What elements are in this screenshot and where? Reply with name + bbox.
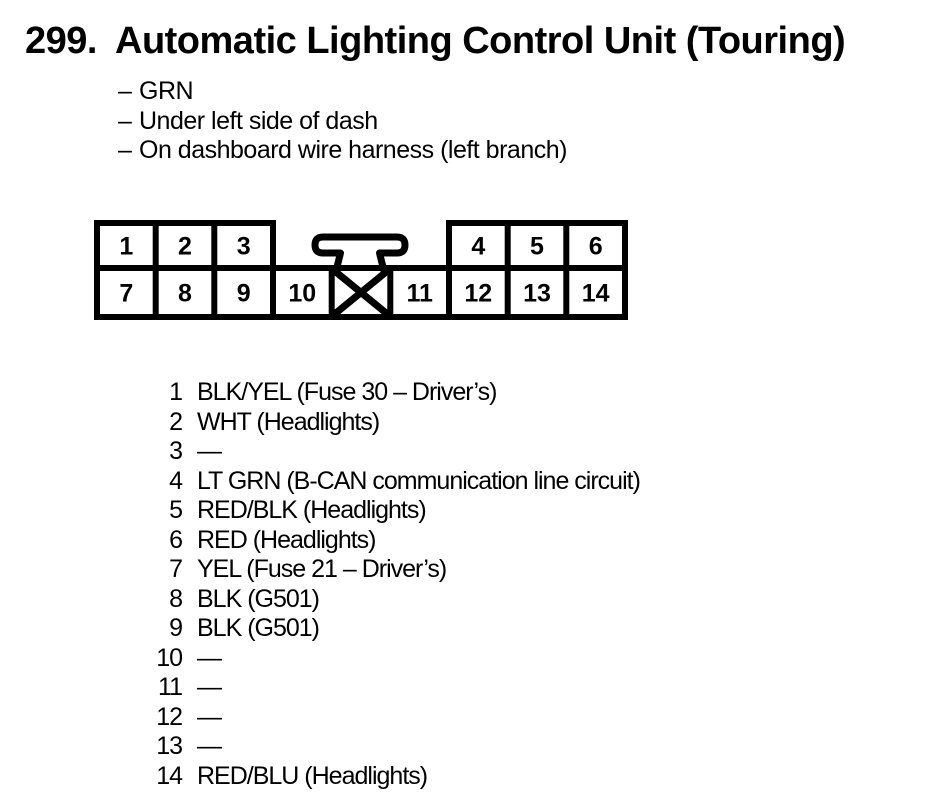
pin-description: — bbox=[197, 702, 222, 731]
pin-row: 11 — bbox=[150, 673, 640, 703]
pin-description: — bbox=[197, 643, 222, 672]
pin-row: 10 — bbox=[150, 644, 640, 674]
cavity-label-6: 6 bbox=[589, 233, 603, 261]
pin-number: 4 bbox=[169, 466, 183, 495]
pin-row: 7 YEL (Fuse 21 – Driver’s) bbox=[150, 555, 640, 585]
pin-number: 11 bbox=[158, 673, 183, 701]
connector-grid bbox=[94, 220, 628, 320]
pin-number: 14 bbox=[156, 761, 183, 790]
pin-row: 8 BLK (G501) bbox=[150, 585, 640, 615]
cavity-label-5: 5 bbox=[530, 233, 544, 261]
pin-number: 8 bbox=[169, 584, 183, 613]
location-list: – GRN – Under left side of dash – On das… bbox=[118, 77, 567, 166]
cavity-label-3: 3 bbox=[237, 233, 251, 261]
dash-marker: – bbox=[118, 136, 132, 164]
pin-description: — bbox=[197, 732, 222, 760]
cavity-label-2: 2 bbox=[178, 233, 192, 261]
cavity-label-1: 1 bbox=[119, 233, 133, 261]
pin-number: 3 bbox=[169, 437, 183, 465]
dash-marker: – bbox=[118, 77, 132, 105]
pin-row: 2 WHT (Headlights) bbox=[150, 408, 640, 438]
pin-row: 1 BLK/YEL (Fuse 30 – Driver’s) bbox=[150, 378, 640, 408]
pin-row: 13 — bbox=[150, 732, 640, 762]
pin-description: — bbox=[197, 437, 222, 465]
pin-number: 1 bbox=[169, 378, 183, 406]
pin-description: LT GRN (B-CAN communication line circuit… bbox=[197, 466, 641, 495]
cavity-label-12: 12 bbox=[464, 280, 492, 308]
section-number: 299. bbox=[25, 20, 97, 62]
pin-number: 9 bbox=[169, 614, 183, 642]
pin-number: 12 bbox=[156, 702, 183, 731]
cavity-label-11: 11 bbox=[406, 280, 433, 308]
location-text: Under left side of dash bbox=[139, 106, 378, 135]
pin-row: 5 RED/BLK (Headlights) bbox=[150, 496, 640, 526]
section-title: Automatic Lighting Control Unit (Touring… bbox=[115, 20, 846, 62]
pin-description: BLK/YEL (Fuse 30 – Driver’s) bbox=[197, 378, 497, 406]
location-item: – Under left side of dash bbox=[118, 107, 567, 137]
pin-table: 1 BLK/YEL (Fuse 30 – Driver’s) 2 WHT (He… bbox=[150, 378, 641, 792]
cavity-label-4: 4 bbox=[471, 233, 485, 261]
location-text: GRN bbox=[139, 77, 194, 105]
location-item: – GRN bbox=[118, 77, 567, 107]
pin-description: WHT (Headlights) bbox=[197, 407, 380, 436]
pin-description: BLK (G501) bbox=[197, 584, 320, 613]
keyway-tab-icon bbox=[311, 233, 409, 272]
pin-number: 10 bbox=[156, 643, 183, 672]
pin-number: 7 bbox=[169, 555, 183, 583]
pin-description: YEL (Fuse 21 – Driver’s) bbox=[197, 555, 447, 583]
pin-description: BLK (G501) bbox=[197, 614, 320, 642]
pin-row: 3 — bbox=[150, 437, 640, 467]
connector-diagram: 1 2 3 4 5 6 7 8 9 10 11 12 13 14 bbox=[94, 216, 628, 322]
connector-drawing: 1 2 3 4 5 6 7 8 9 10 11 12 13 14 bbox=[94, 220, 628, 320]
pin-row: 12 — bbox=[150, 703, 640, 733]
cavity-label-9: 9 bbox=[237, 280, 251, 308]
location-item: – On dashboard wire harness (left branch… bbox=[118, 136, 567, 166]
pin-number: 5 bbox=[169, 496, 183, 524]
pin-row: 14 RED/BLU (Headlights) bbox=[150, 762, 640, 792]
pin-description: RED (Headlights) bbox=[197, 525, 377, 554]
pin-number: 2 bbox=[169, 407, 183, 436]
location-text: On dashboard wire harness (left branch) bbox=[139, 136, 567, 164]
cavity-label-8: 8 bbox=[178, 280, 192, 308]
page-title: 299. Automatic Lighting Control Unit (To… bbox=[25, 20, 846, 62]
pin-row: 4 LT GRN (B-CAN communication line circu… bbox=[150, 466, 641, 497]
cavity-label-13: 13 bbox=[523, 280, 551, 308]
pin-description: RED/BLU (Headlights) bbox=[197, 761, 428, 790]
pin-row: 6 RED (Headlights) bbox=[150, 526, 640, 556]
pin-number: 13 bbox=[156, 732, 183, 760]
cavity-label-7: 7 bbox=[119, 280, 133, 308]
blocked-cavity-x-icon bbox=[332, 268, 390, 317]
pin-number: 6 bbox=[169, 525, 183, 554]
cavity-label-14: 14 bbox=[582, 280, 610, 308]
pin-description: — bbox=[197, 673, 222, 701]
pin-row: 9 BLK (G501) bbox=[150, 614, 640, 644]
cavity-label-10: 10 bbox=[288, 280, 316, 308]
dash-marker: – bbox=[118, 106, 132, 135]
pin-description: RED/BLK (Headlights) bbox=[197, 496, 427, 524]
